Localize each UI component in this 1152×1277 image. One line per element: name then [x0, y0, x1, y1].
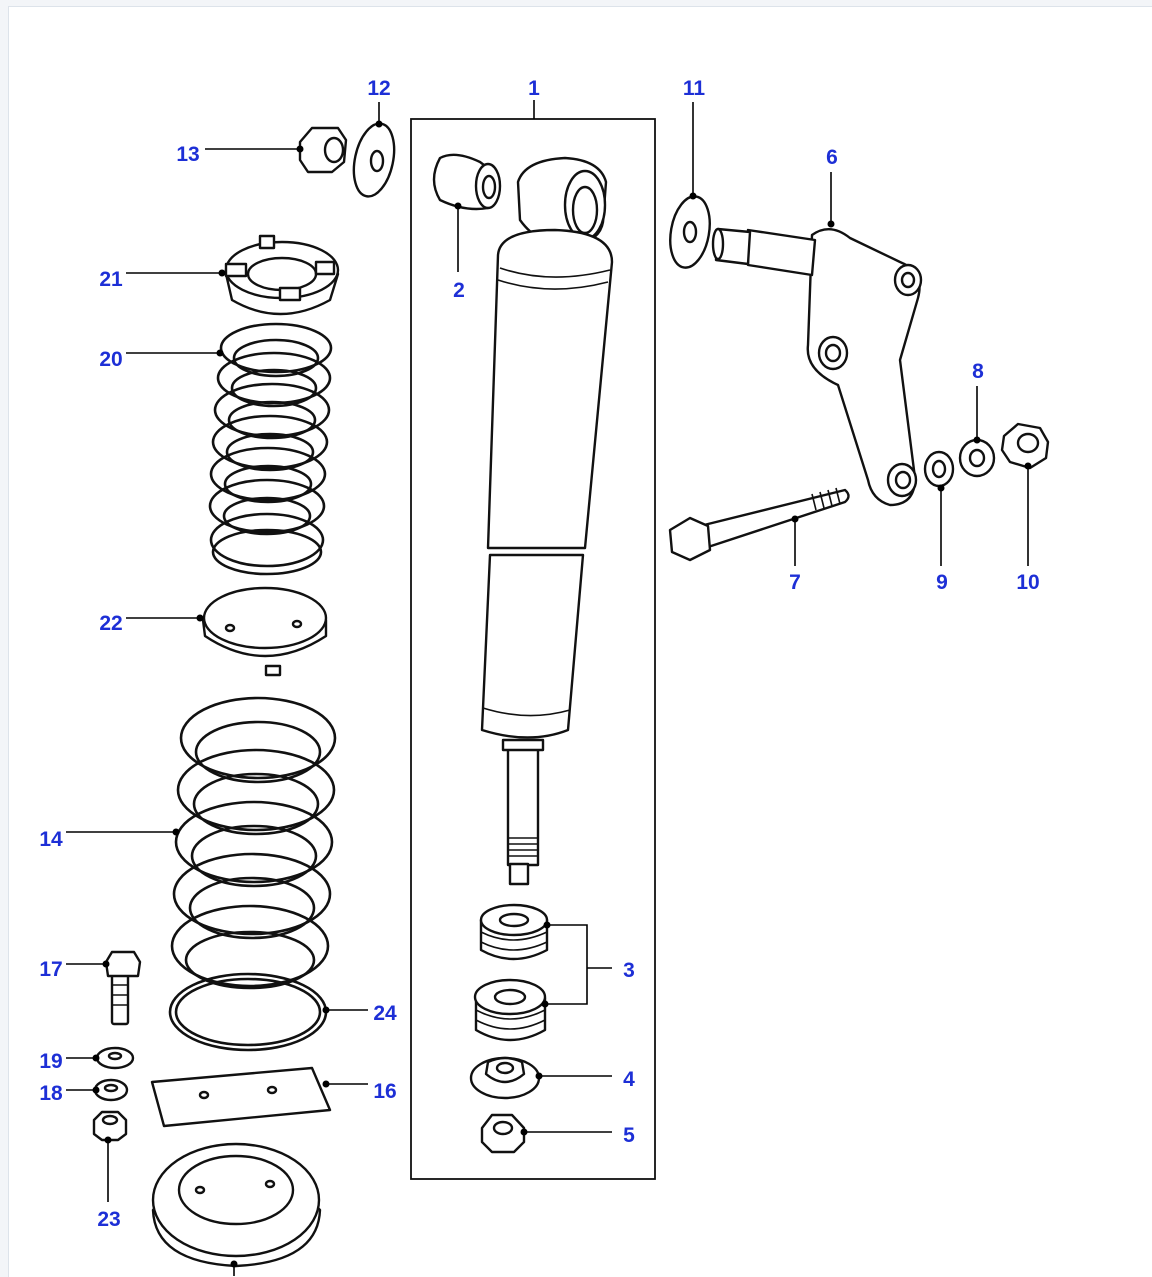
callout-14: 14 [39, 828, 63, 851]
nut-13-part [298, 126, 348, 174]
washer-19-part [95, 1046, 135, 1070]
callout-8: 8 [972, 360, 984, 383]
callout-3: 3 [623, 959, 635, 982]
callout-1: 1 [528, 77, 540, 100]
rubber-bush-lower [473, 978, 547, 1042]
washer-11-part [669, 195, 711, 269]
callout-24: 24 [373, 1002, 397, 1025]
callout-labels: 1 2 3 4 5 6 7 8 9 10 11 12 13 14 16 17 1… [39, 77, 1039, 1231]
rubber-bush-upper [479, 903, 549, 961]
washer-12-part [352, 122, 396, 198]
callout-19: 19 [39, 1050, 62, 1073]
callout-6: 6 [826, 146, 838, 169]
bolt-17-part [104, 950, 142, 1026]
shock-absorber-part [480, 156, 614, 886]
bolt-part [668, 487, 850, 562]
coil-spring-main [170, 696, 337, 990]
callout-9: 9 [936, 571, 948, 594]
cup-washer-part [469, 1056, 541, 1100]
callout-20: 20 [99, 348, 122, 371]
nut-part [480, 1113, 526, 1154]
callout-11: 11 [683, 77, 706, 100]
callout-7: 7 [789, 571, 801, 594]
spring-seat-upper [224, 234, 340, 316]
assembly-box [410, 118, 656, 1180]
callout-17: 17 [39, 958, 62, 981]
nut-23-part [92, 1110, 128, 1142]
washer-8-part [958, 438, 996, 478]
callout-13: 13 [176, 143, 199, 166]
callout-2: 2 [453, 279, 465, 302]
packing-plate [150, 1066, 332, 1128]
callout-18: 18 [39, 1082, 63, 1105]
washer-9-part [923, 450, 955, 488]
spring-seat-lower [151, 1142, 322, 1268]
callout-10: 10 [1016, 571, 1039, 594]
callout-12: 12 [367, 77, 390, 100]
coil-spring-upper [208, 322, 333, 576]
bush-part [432, 153, 502, 211]
callout-22: 22 [99, 612, 122, 635]
washer-18-part [93, 1078, 129, 1102]
callout-21: 21 [99, 268, 123, 291]
spring-spacer [201, 586, 328, 677]
callout-16: 16 [373, 1080, 396, 1103]
callout-4: 4 [623, 1068, 635, 1091]
leader-lines [66, 100, 1032, 1276]
callout-23: 23 [97, 1208, 120, 1231]
bracket-part [711, 227, 923, 507]
callout-5: 5 [623, 1124, 635, 1147]
nut-10-part [1000, 422, 1050, 470]
